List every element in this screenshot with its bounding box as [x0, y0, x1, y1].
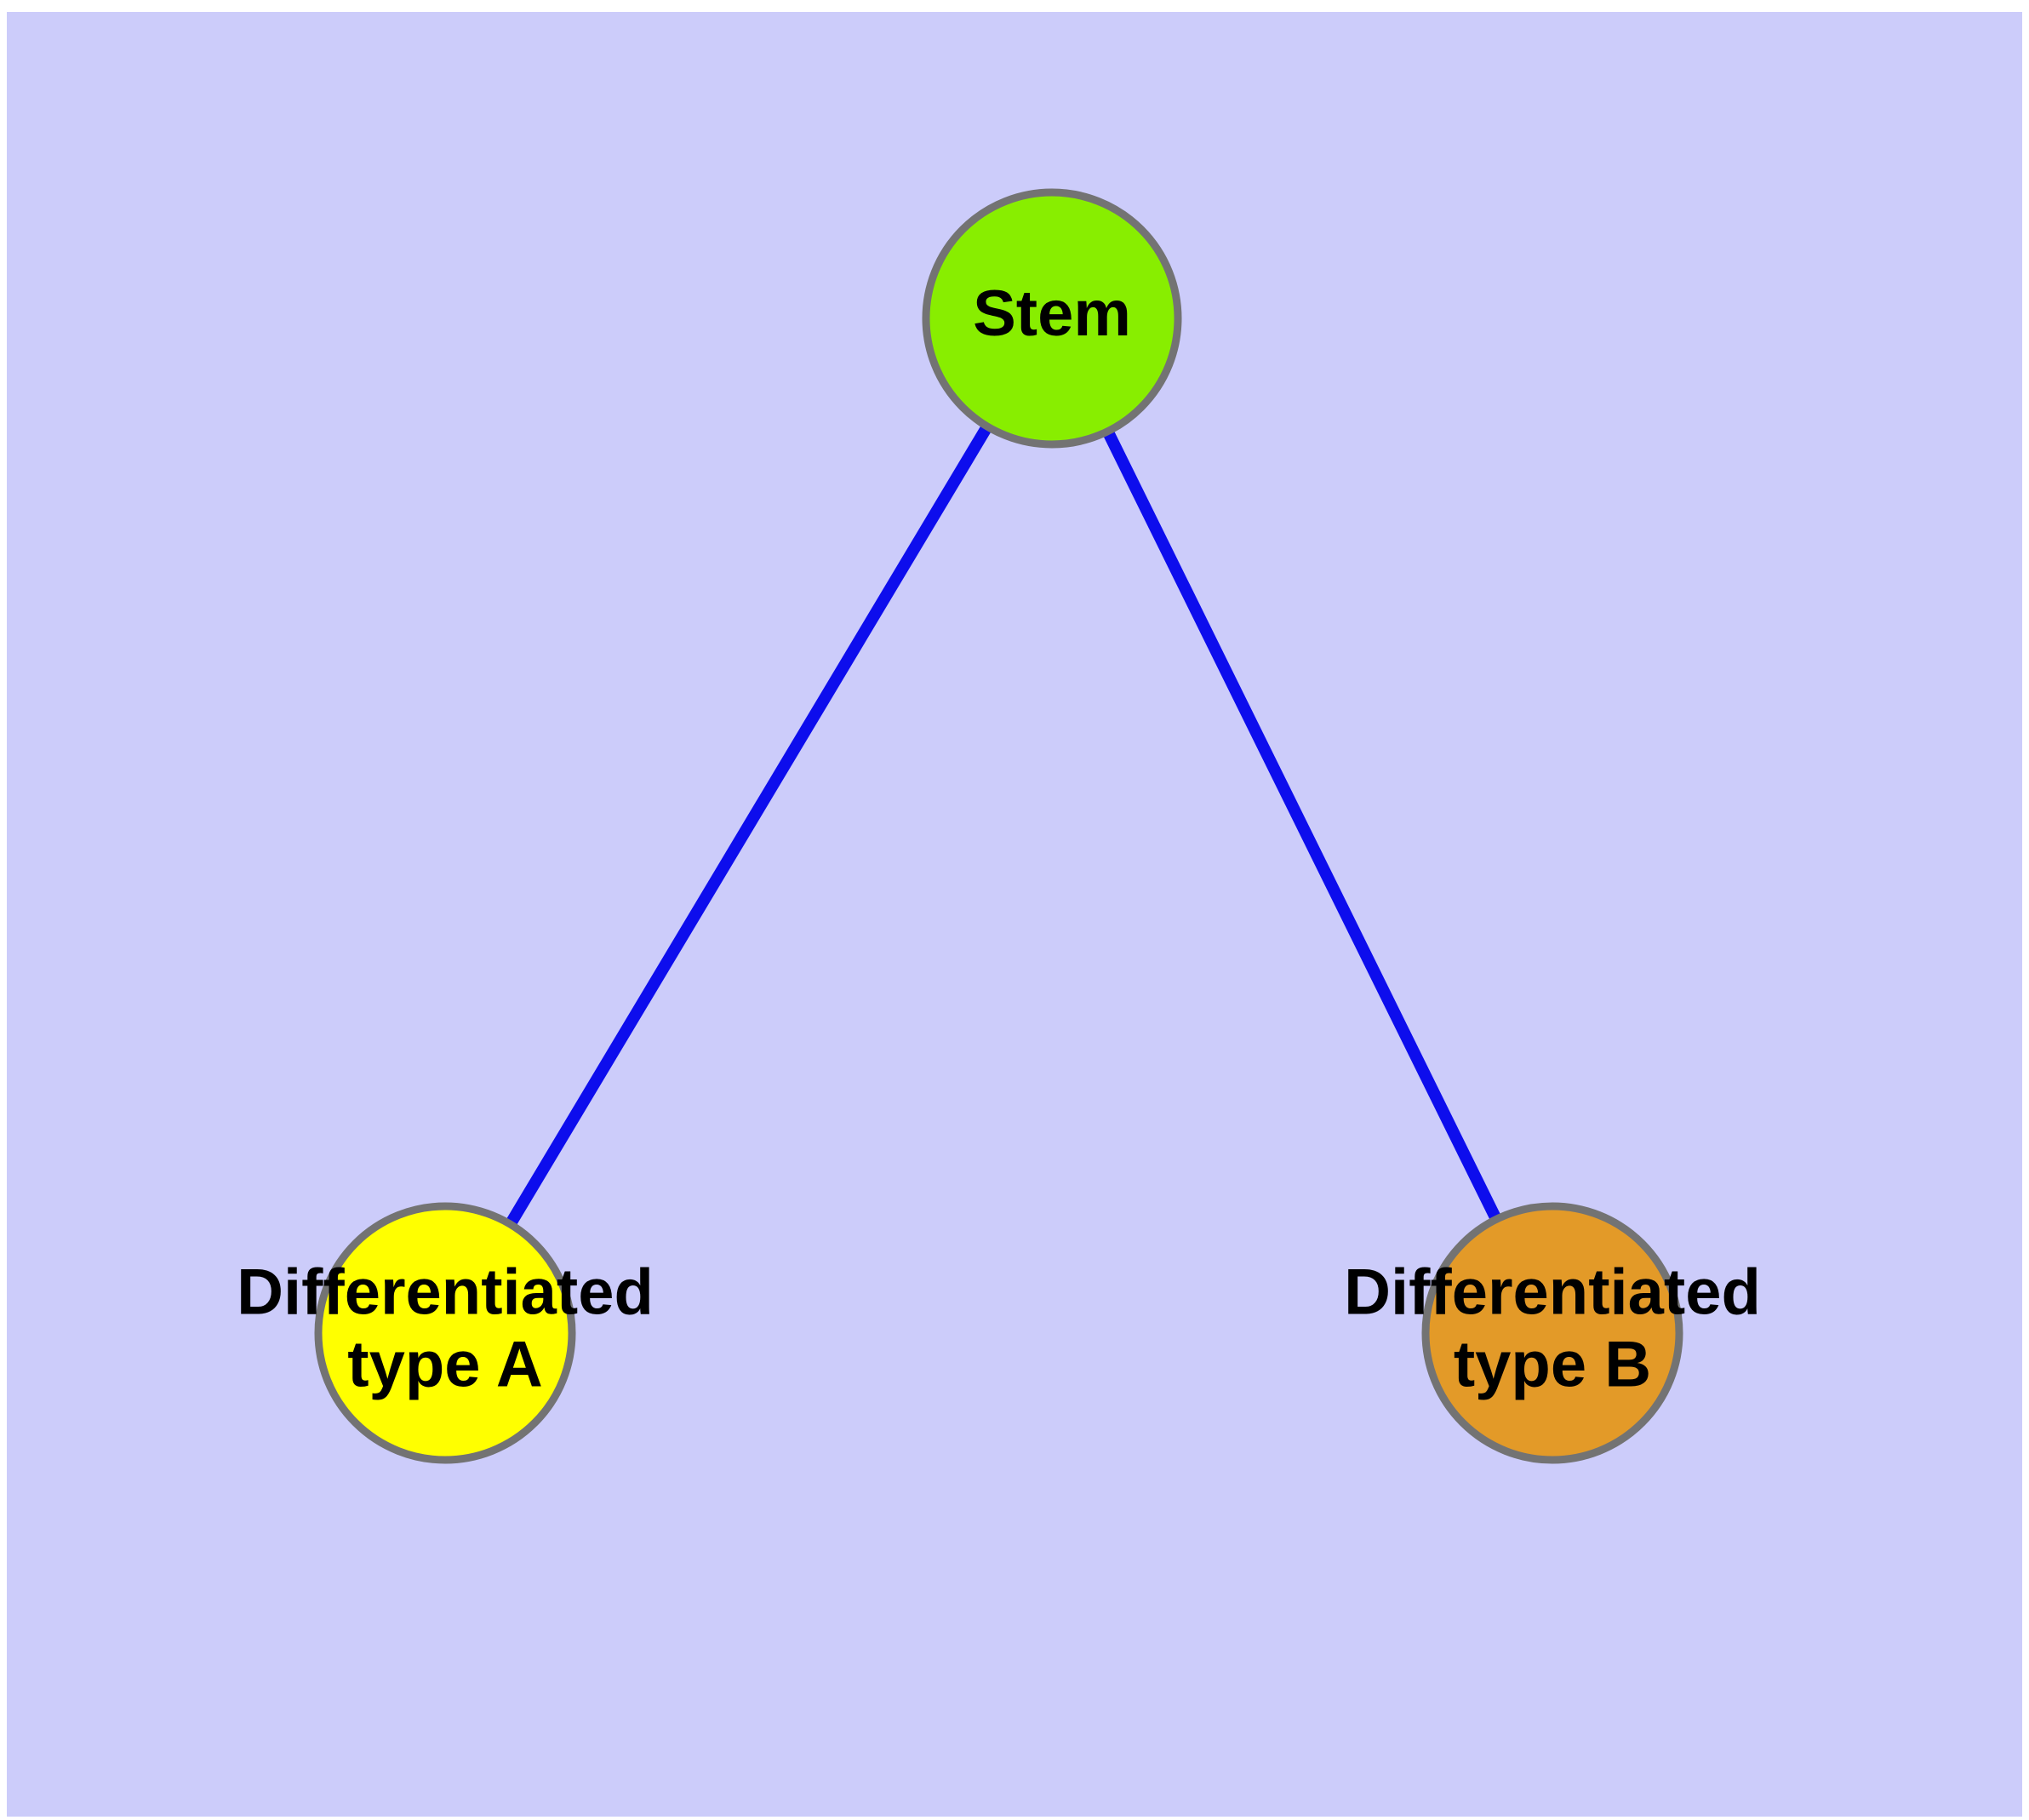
node-label-line: Differentiated	[237, 1256, 654, 1329]
graph-node-diff_b[interactable]	[1421, 1202, 1683, 1464]
node-label-line: Stem	[973, 278, 1131, 350]
node-label-line: type B	[1454, 1329, 1651, 1401]
graph-node-stem[interactable]	[922, 188, 1182, 449]
node-label-stem: Stem	[973, 278, 1131, 350]
node-label-line: type A	[347, 1329, 542, 1401]
graph-node-diff_a[interactable]	[314, 1202, 576, 1464]
edge-layer	[506, 425, 1501, 1227]
node-shape-layer	[314, 188, 1683, 1464]
node-label-line: Differentiated	[1344, 1256, 1761, 1329]
graph-edge-stem-to-diff-a	[506, 425, 992, 1227]
graph-edge-stem-to-diff-b	[1103, 430, 1501, 1221]
